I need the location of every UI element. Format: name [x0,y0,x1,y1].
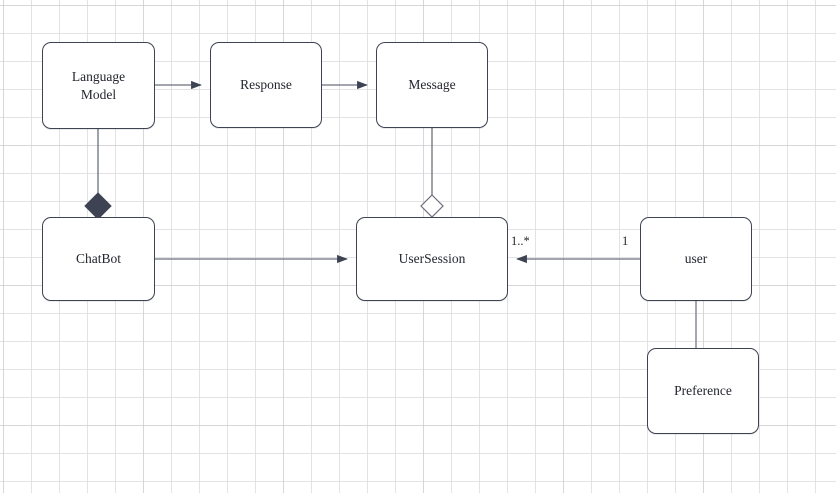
node-chatbot[interactable]: ChatBot [42,217,155,301]
node-usersession-label: UserSession [398,251,466,267]
node-usersession[interactable]: UserSession [356,217,508,301]
node-language-model[interactable]: Language Model [42,42,155,129]
node-message[interactable]: Message [376,42,488,128]
edge-message-to-usersession [420,128,444,218]
filled-diamond-icon [84,192,112,220]
edge-language-model-to-chatbot [84,129,112,220]
node-response-label: Response [240,77,292,93]
node-preference-label: Preference [674,383,732,399]
hollow-diamond-icon [420,194,444,218]
multiplicity-usersession: 1..* [511,234,530,248]
multiplicity-user: 1 [622,234,629,248]
node-preference[interactable]: Preference [647,348,759,434]
node-language-model-label: Language Model [71,68,126,102]
node-message-label: Message [408,77,456,93]
node-user-label: user [684,251,708,267]
node-user[interactable]: user [640,217,752,301]
node-chatbot-label: ChatBot [75,251,121,267]
node-response[interactable]: Response [210,42,322,128]
